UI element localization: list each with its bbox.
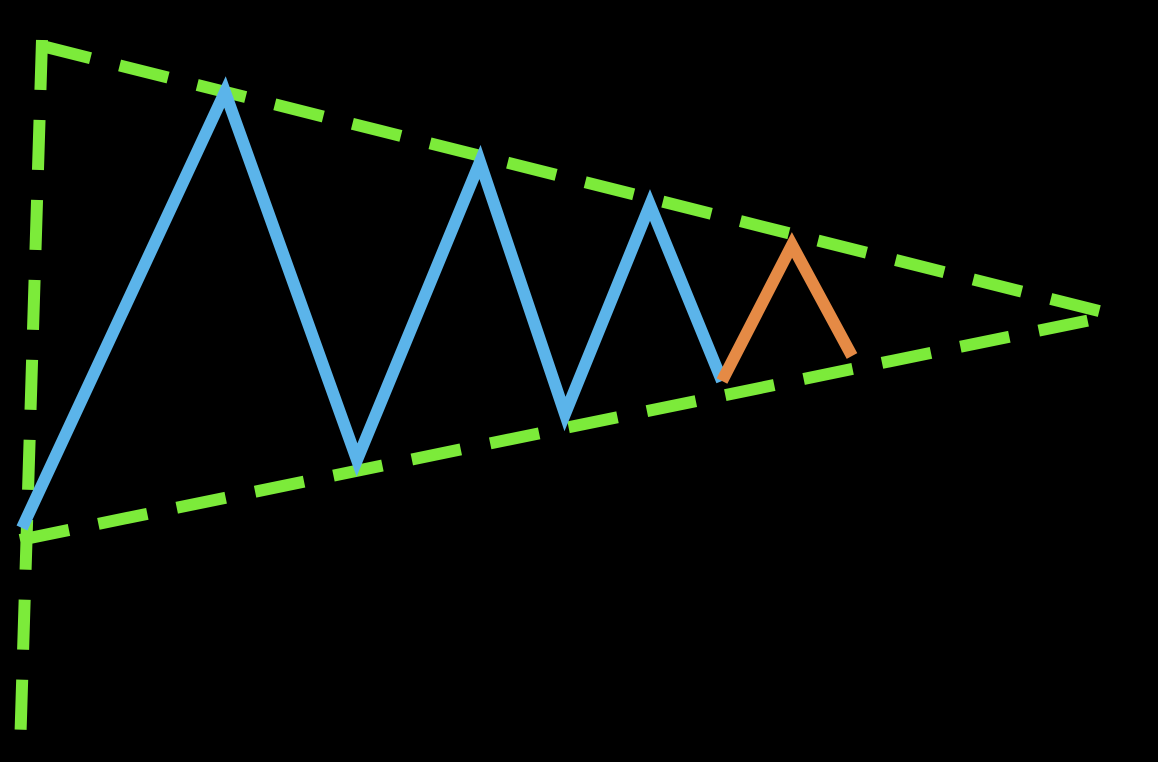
projected-move-line xyxy=(716,232,858,384)
lower-trendline xyxy=(18,309,1117,546)
vertical-axis-line xyxy=(14,39,48,751)
price-zigzag-line xyxy=(16,76,728,531)
